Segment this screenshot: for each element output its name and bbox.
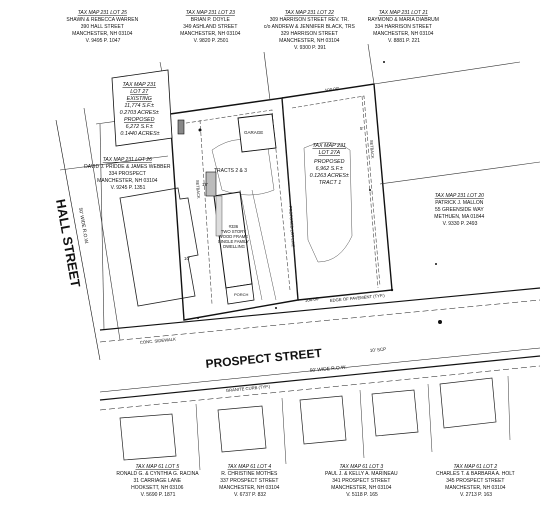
abutter-lot22: TAX MAP 231 LOT 22 309 HARRISON STREET R… [264, 10, 356, 51]
svg-text:TAX MAP 61 LOT 4 R. CHRI: TAX MAP 61 LOT 4 R. CHRISTINE MOTHES 337… [219, 464, 281, 498]
garage-label: GARAGE [244, 130, 263, 135]
dim-bottom: 100.00' [304, 296, 319, 303]
abutter-lot21: TAX MAP 231 LOT 21 RAYMOND & MARIA DIABR… [368, 10, 441, 44]
garage: GARAGE [237, 113, 277, 153]
dim-5: 5' [360, 126, 364, 131]
granite-curb-label: GRANITE CURB (TYP.) [226, 384, 271, 393]
svg-text:TAX MAP 231 LOT 23 BRIAN: TAX MAP 231 LOT 23 BRIAN P. DOYLE 349 AS… [180, 10, 242, 44]
proposed-lot-line-label: PROPOSED LOT LINE [288, 206, 296, 248]
parcel-boundaries [169, 83, 393, 321]
abutter-lot61-4: TAX MAP 61 LOT 4 R. CHRISTINE MOTHES 337… [219, 464, 281, 498]
hall-street-width: 50' WIDE R.O.W. [77, 207, 89, 244]
dim-10: 10' [184, 256, 190, 261]
setback-label-left: SETBACK [195, 180, 201, 199]
lot27a-text: TAX MAP 231 LOT 27A PROPOSED 6,962 S.F.±… [310, 143, 351, 186]
svg-text:TAX MAP 231 LOT 26 DAVID: TAX MAP 231 LOT 26 DAVID J. PRIDDE & JAM… [84, 157, 172, 191]
dim-18: 18' [202, 182, 208, 187]
hatched-walls [177, 119, 217, 197]
edge-of-pavement-label: EDGE OF PAVEMENT (TYP.) [330, 293, 386, 303]
abutter-lot61-3: TAX MAP 61 LOT 3 PAUL J. & KELLY A. MARI… [325, 464, 399, 498]
svg-text:TAX MAP 231 LOT 22 309 H: TAX MAP 231 LOT 22 309 HARRISON STREET R… [264, 10, 356, 51]
abutter-lot20: TAX MAP 231 LOT 20 PATRICK J. MALLON 55 … [400, 192, 520, 240]
dim-top: 100.00' [324, 86, 339, 93]
svg-text:TAX MAP 231 LOT 20 PATRI: TAX MAP 231 LOT 20 PATRICK J. MALLON 55 … [434, 193, 485, 227]
conc-sidewalk-label: CONC. SIDEWALK [140, 337, 177, 345]
lot27-info-box: TAX MAP 231 LOT 27 EXISTING 11,774 S.F.±… [111, 69, 173, 147]
svg-text:TAX MAP 61 LOT 2 CHARLES: TAX MAP 61 LOT 2 CHARLES T. & BARBARA A.… [436, 464, 516, 498]
setback-lines [179, 95, 381, 305]
svg-text:TAX MAP 61 LOT 5 RONALD: TAX MAP 61 LOT 5 RONALD G. & CYNTHIA G. … [116, 464, 199, 498]
survey-markers [197, 61, 442, 324]
lot26-building [119, 187, 199, 307]
abutter-lot26: TAX MAP 231 LOT 26 DAVID J. PRIDDE & JAM… [84, 157, 172, 191]
svg-text:TAX MAP 231 LOT 25 SHAWN: TAX MAP 231 LOT 25 SHAWN & REBECCA WARRE… [66, 10, 139, 44]
prospect-street-name: PROSPECT STREET [205, 346, 323, 371]
abutter-lot61-2: TAX MAP 61 LOT 2 CHARLES T. & BARBARA A.… [436, 464, 516, 498]
prospect-street-paving: 10' SCP [370, 346, 387, 353]
abutter-lot61-5: TAX MAP 61 LOT 5 RONALD G. & CYNTHIA G. … [116, 464, 199, 498]
south-lot-lines [195, 375, 511, 471]
svg-text:TAX MAP 231 LOT 21 RAYMO: TAX MAP 231 LOT 21 RAYMOND & MARIA DIABR… [368, 10, 441, 44]
prospect-street [99, 287, 541, 411]
south-buildings [119, 377, 497, 461]
lot27-text: TAX MAP 231 LOT 27 EXISTING 11,774 S.F.±… [120, 82, 161, 137]
dwelling: #336 TWO STORY WOOD FRAME SINGLE FAMILY … [213, 191, 255, 305]
prospect-street-width: 50' WIDE R.O.W. [310, 364, 347, 374]
svg-text:TAX MAP 61 LOT 3 PAUL J.: TAX MAP 61 LOT 3 PAUL J. & KELLY A. MARI… [325, 464, 399, 498]
dwelling-label: #336 TWO STORY WOOD FRAME SINGLE FAMILY … [218, 224, 250, 249]
tracts-label: TRACTS 2 & 3 [214, 168, 247, 174]
abutter-lot25: TAX MAP 231 LOT 25 SHAWN & REBECCA WARRE… [66, 10, 139, 44]
setback-label-right: SETBACK [369, 140, 375, 159]
lot27a-info: TAX MAP 231 LOT 27A PROPOSED 6,962 S.F.±… [310, 143, 351, 186]
abutter-lot23: TAX MAP 231 LOT 23 BRIAN P. DOYLE 349 AS… [180, 10, 242, 44]
hall-street: HALL STREET 50' WIDE R.O.W. [53, 119, 101, 361]
porch-label: PORCH [234, 292, 249, 297]
